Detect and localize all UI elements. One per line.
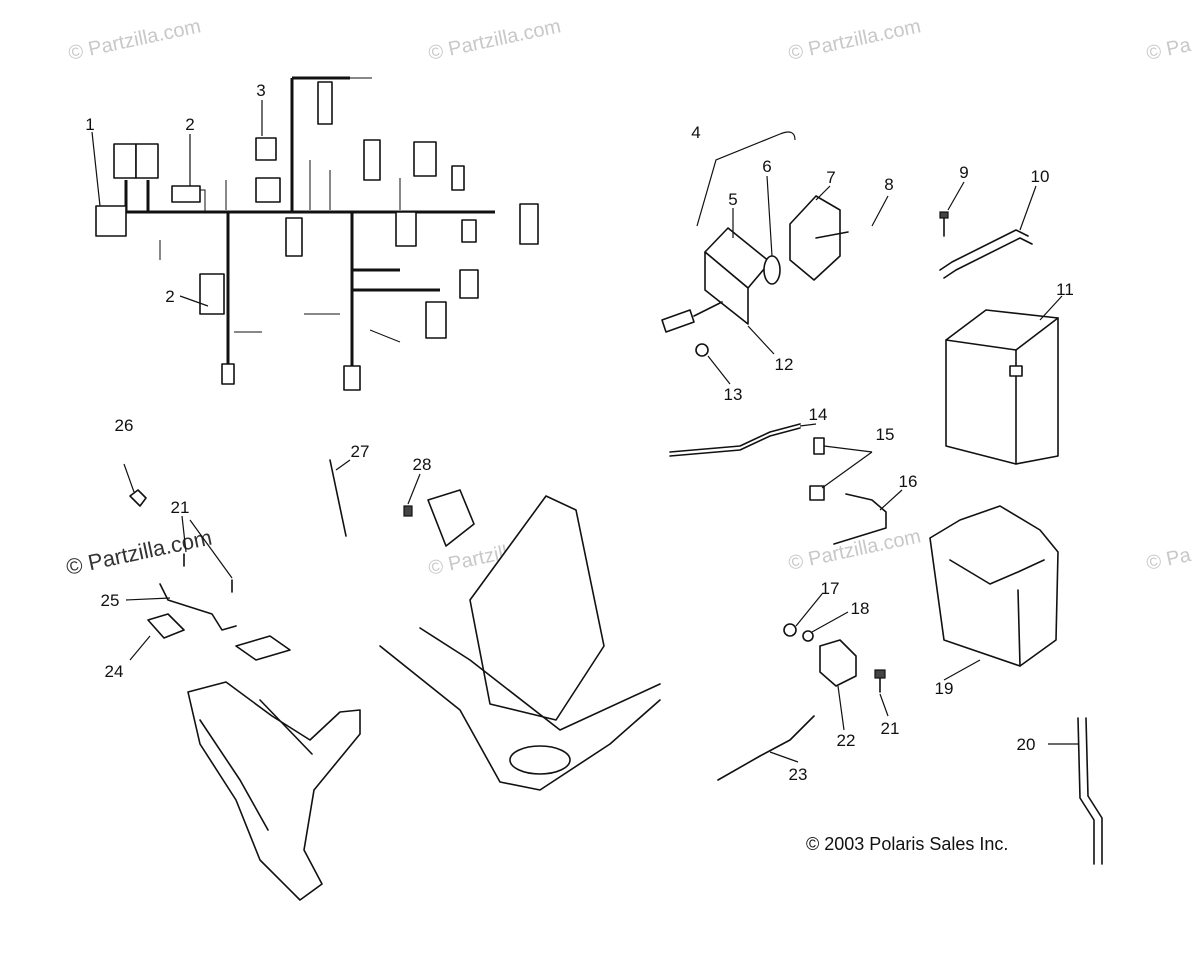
callouts: 1 2 2 3 4 5 6 7 8 9 10 11 12 13 14 15 16… [85, 81, 1074, 784]
watermark: © Partzilla.com [786, 525, 922, 575]
callout-8: 8 [884, 175, 893, 194]
callout-7: 7 [826, 168, 835, 187]
watermark: © Partzilla.com [786, 15, 922, 65]
battery-box [929, 505, 1059, 667]
watermark: © Partzilla.com [426, 15, 562, 65]
chassis-frame [329, 459, 661, 791]
battery [945, 309, 1059, 465]
callout-17: 17 [821, 579, 840, 598]
callout-3: 3 [256, 81, 265, 100]
callout-26: 26 [115, 416, 134, 435]
watermark: © Pa [1144, 34, 1193, 65]
callout-24: 24 [105, 662, 124, 681]
callout-27: 27 [351, 442, 370, 461]
callout-4: 4 [691, 123, 700, 142]
callout-2: 2 [185, 115, 194, 134]
leader-lines [91, 100, 1078, 763]
callout-12: 12 [775, 355, 794, 374]
front-frame [187, 681, 361, 901]
battery-strap [939, 211, 1033, 279]
callout-13: 13 [724, 385, 743, 404]
copyright-text: © 2003 Polaris Sales Inc. [806, 834, 1008, 854]
watermark: © Partzilla.com [64, 525, 214, 580]
callout-5: 5 [728, 190, 737, 209]
callout-23: 23 [789, 765, 808, 784]
relay-part [255, 137, 277, 161]
watermarks: © Partzilla.com © Partzilla.com © Partzi… [64, 15, 1194, 580]
vent-tube [1077, 717, 1095, 865]
wiring-harness [95, 76, 539, 391]
callout-9: 9 [959, 163, 968, 182]
battery-cables [669, 423, 887, 781]
callout-14: 14 [809, 405, 828, 424]
vent-tube-outline [1085, 717, 1103, 865]
callout-19: 19 [935, 679, 954, 698]
callout-18: 18 [851, 599, 870, 618]
left-bracket-parts [129, 489, 291, 661]
callout-21: 21 [881, 719, 900, 738]
callout-28: 28 [413, 455, 432, 474]
callout-1: 1 [85, 115, 94, 134]
callout-2: 2 [165, 287, 174, 306]
taillight-assembly [661, 131, 849, 357]
callout-10: 10 [1031, 167, 1050, 186]
callout-11: 11 [1056, 280, 1074, 299]
callout-21: 21 [171, 498, 190, 517]
watermark: © Pa [1144, 544, 1193, 575]
callout-22: 22 [837, 731, 856, 750]
callout-6: 6 [762, 157, 771, 176]
callout-15: 15 [876, 425, 895, 444]
callout-16: 16 [899, 472, 918, 491]
callout-25: 25 [101, 591, 120, 610]
watermark: © Partzilla.com [66, 15, 202, 65]
callout-20: 20 [1017, 735, 1036, 754]
starter-solenoid [783, 623, 886, 693]
